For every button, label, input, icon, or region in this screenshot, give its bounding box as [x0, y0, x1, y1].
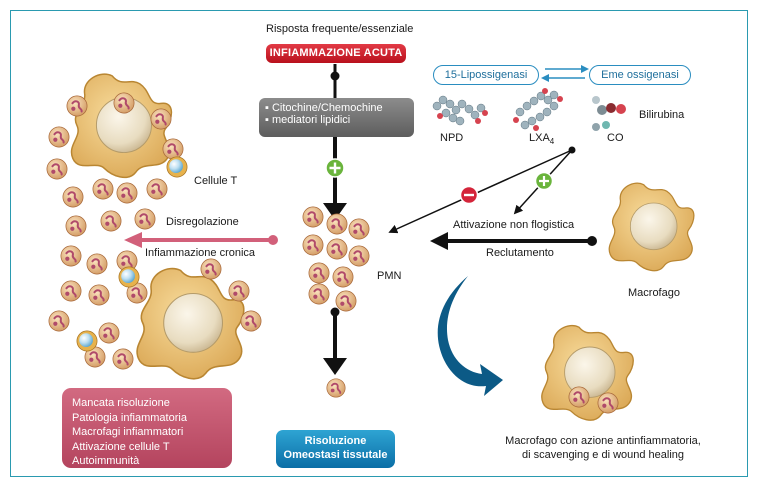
- chronic-inflammation-label: Infiammazione cronica: [145, 247, 256, 259]
- recruitment-arrow: [430, 232, 597, 250]
- enzyme-arrows: [541, 65, 589, 82]
- anti-inflammatory-macrophage-label: Macrofago con azione antinfiammatoria, d…: [474, 434, 732, 462]
- mediator-line: ▪ mediatori lipidici: [265, 114, 351, 126]
- minus-icon: [459, 185, 479, 205]
- macrophage-icon: [608, 182, 695, 272]
- macrophage-icon: [136, 267, 245, 380]
- bilirubin-label: Bilirubina: [639, 109, 685, 121]
- lxa-label: LXA4: [529, 132, 554, 146]
- top-label: Risposta frequente/essenziale: [266, 23, 414, 35]
- anti-macrophage-line: di scavenging e di wound healing: [521, 449, 685, 461]
- plus-icon: [325, 158, 345, 178]
- plus-icon: [534, 171, 554, 191]
- molecule-icon: [432, 95, 488, 126]
- outcome-item: Attivazione cellule T: [72, 440, 170, 453]
- mediators-box: ▪ Citochine/Chemochine ▪ mediatori lipid…: [259, 98, 414, 137]
- resolution-box: Risoluzione Omeostasi tissutale: [276, 430, 395, 468]
- figure-frame: [10, 10, 748, 477]
- outcomes-box: Mancata risoluzione Patologia infiammato…: [62, 388, 232, 468]
- outcome-item: Autoimmunità: [72, 455, 140, 467]
- outcome-item: Macrofagi infiammatori: [72, 426, 184, 438]
- pmn-label: PMN: [377, 270, 402, 282]
- acute-inflammation-box: INFIAMMAZIONE ACUTA: [266, 44, 406, 63]
- pink-arrow: [124, 232, 278, 248]
- lxa-text: LXA: [529, 132, 550, 144]
- outcome-item: Patologia infiammatoria: [72, 411, 187, 424]
- co-label: CO: [607, 132, 624, 144]
- resolution-line: Omeostasi tissutale: [283, 449, 388, 461]
- npd-label: NPD: [440, 132, 464, 144]
- macrophage-label: Macrofago: [628, 287, 680, 299]
- heme-oxygenase-pill: Eme ossigenasi: [589, 65, 691, 85]
- resolution-line: Risoluzione: [304, 435, 367, 447]
- molecule-icon: [592, 96, 626, 131]
- macrophage-icon: [541, 324, 634, 421]
- recruitment-label: Reclutamento: [486, 247, 554, 259]
- molecule-icon: [513, 88, 563, 131]
- lipoxygenase-pill: 15-Lipossigenasi: [433, 65, 539, 85]
- dysregulation-label: Disregolazione: [166, 216, 239, 228]
- non-phlogistic-label: Attivazione non flogistica: [453, 219, 575, 231]
- lxa-subscript: 4: [549, 137, 555, 147]
- mediator-line: ▪ Citochine/Chemochine: [265, 102, 383, 114]
- t-cells-label: Cellule T: [194, 175, 238, 187]
- blue-curved-arrow: [437, 276, 503, 396]
- anti-macrophage-line: Macrofago con azione antinfiammatoria,: [505, 435, 701, 447]
- outcome-item: Mancata risoluzione: [72, 397, 170, 409]
